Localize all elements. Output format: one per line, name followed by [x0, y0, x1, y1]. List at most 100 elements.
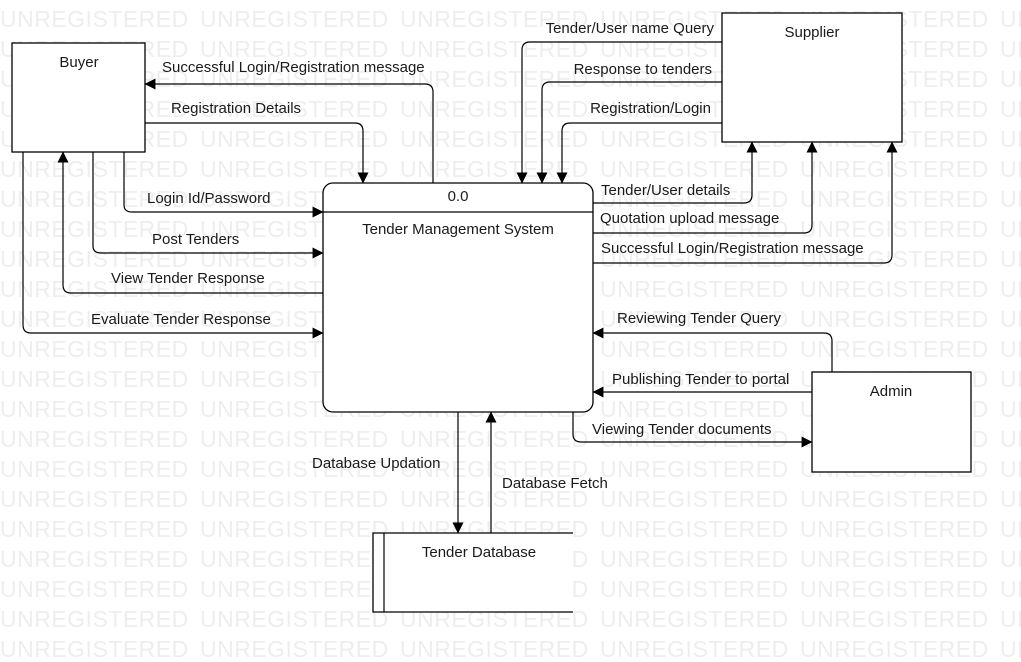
watermark-text: UNREGISTERED: [600, 576, 789, 602]
watermark-text: UNREGISTERED: [200, 516, 389, 542]
edge-buyer-evaluate-response: [22, 152, 324, 339]
watermark-text: UNREGISTERED: [0, 546, 189, 572]
watermark-text: UNREGISTERED: [1000, 486, 1021, 512]
edge-buyer-post-tenders: [92, 152, 324, 259]
watermark-text: UNREGISTERED: [200, 636, 389, 662]
flow-label-db-update: Database Updation: [312, 455, 440, 472]
watermark-text: UNREGISTERED: [1000, 636, 1021, 662]
watermark-text: UNREGISTERED: [200, 426, 389, 452]
watermark-text: UNREGISTERED: [1000, 606, 1021, 632]
watermark-text: UNREGISTERED: [800, 276, 989, 302]
watermark-text: UNREGISTERED: [600, 456, 789, 482]
watermark-text: UNREGISTERED: [200, 156, 389, 182]
watermark-text: UNREGISTERED: [1000, 516, 1021, 542]
flow-label-supplier-registration: Registration/Login: [590, 100, 711, 117]
watermark-text: UNREGISTERED: [1000, 336, 1021, 362]
watermark-text: UNREGISTERED: [1000, 426, 1021, 452]
watermark-text: UNREGISTERED: [600, 516, 789, 542]
watermark-text: UNREGISTERED: [0, 516, 189, 542]
watermark-text: UNREGISTERED: [800, 336, 989, 362]
watermark-text: UNREGISTERED: [0, 306, 189, 332]
watermark-text: UNREGISTERED: [0, 606, 189, 632]
watermark-text: UNREGISTERED: [600, 186, 789, 212]
watermark-text: UNREGISTERED: [1000, 36, 1021, 62]
watermark-text: UNREGISTERED: [800, 156, 989, 182]
entity-supplier-label: Supplier: [784, 24, 839, 41]
watermark-text: UNREGISTERED: [400, 156, 589, 182]
flow-label-buyer-registration: Registration Details: [171, 100, 301, 117]
watermark-text: UNREGISTERED: [600, 246, 789, 272]
watermark-text: UNREGISTERED: [0, 576, 189, 602]
edge-supplier-login-msg: [593, 141, 898, 264]
watermark-text: UNREGISTERED: [600, 426, 789, 452]
watermark-text: UNREGISTERED: [0, 366, 189, 392]
flow-label-buyer-login-id: Login Id/Password: [147, 190, 270, 207]
watermark-text: UNREGISTERED: [1000, 216, 1021, 242]
watermark-text: UNREGISTERED: [1000, 6, 1021, 32]
watermark-text: UNREGISTERED: [0, 186, 189, 212]
watermark-text: UNREGISTERED: [800, 186, 989, 212]
watermark-text: UNREGISTERED: [600, 636, 789, 662]
watermark-text: UNREGISTERED: [1000, 306, 1021, 332]
edge-buyer-registration: [145, 122, 369, 184]
edge-buyer-login-id: [123, 152, 324, 218]
watermark-text: UNREGISTERED: [600, 486, 789, 512]
entity-admin-label: Admin: [870, 383, 913, 400]
process-id: 0.0: [448, 188, 469, 205]
watermark-text: UNREGISTERED: [1000, 186, 1021, 212]
watermark-text: UNREGISTERED: [600, 606, 789, 632]
watermark-text: UNREGISTERED: [1000, 576, 1021, 602]
flow-label-supplier-quotation: Quotation upload message: [600, 210, 779, 227]
watermark-text: UNREGISTERED: [1000, 96, 1021, 122]
watermark-text: UNREGISTERED: [200, 36, 389, 62]
watermark-text: UNREGISTERED: [600, 336, 789, 362]
edge-supplier-response: [536, 81, 722, 184]
watermark-text: UNREGISTERED: [400, 486, 589, 512]
watermark-text: UNREGISTERED: [0, 156, 189, 182]
watermark-text: UNREGISTERED: [1000, 456, 1021, 482]
flow-label-buyer-evaluate-response: Evaluate Tender Response: [91, 311, 271, 328]
watermark-text: UNREGISTERED: [1000, 156, 1021, 182]
flow-label-supplier-login-msg: Successful Login/Registration message: [601, 240, 864, 257]
watermark-text: UNREGISTERED: [0, 426, 189, 452]
watermark-text: UNREGISTERED: [600, 276, 789, 302]
watermark-text: UNREGISTERED: [400, 66, 589, 92]
edge-supplier-quotation: [593, 141, 818, 234]
watermark-text: UNREGISTERED: [0, 456, 189, 482]
watermark-text: UNREGISTERED: [800, 306, 989, 332]
watermark-text: UNREGISTERED: [200, 546, 389, 572]
flow-label-admin-view-docs: Viewing Tender documents: [592, 421, 772, 438]
watermark-text: UNREGISTERED: [600, 396, 789, 422]
watermark-text: UNREGISTERED: [200, 6, 389, 32]
watermark-text: UNREGISTERED: [200, 606, 389, 632]
watermark-text: UNREGISTERED: [200, 126, 389, 152]
watermark-text: UNREGISTERED: [0, 396, 189, 422]
watermark-text: UNREGISTERED: [1000, 126, 1021, 152]
watermark-text: UNREGISTERED: [0, 216, 189, 242]
edge-buyer-view-response: [57, 151, 323, 294]
watermark-text: UNREGISTERED: [800, 636, 989, 662]
watermark-text: UNREGISTERED: [200, 576, 389, 602]
watermark-text: UNREGISTERED: [600, 156, 789, 182]
watermark-text: UNREGISTERED: [400, 36, 589, 62]
edge-labels: Successful Login/Registration message Re…: [91, 20, 864, 492]
edge-admin-review: [592, 327, 833, 372]
watermark-text: UNREGISTERED: [1000, 396, 1021, 422]
flow-label-supplier-response: Response to tenders: [574, 61, 712, 78]
watermark-text: UNREGISTERED: [200, 66, 389, 92]
watermark-text: UNREGISTERED: [600, 216, 789, 242]
flow-label-supplier-query: Tender/User name Query: [546, 20, 715, 37]
watermark-text: UNREGISTERED: [200, 456, 389, 482]
process-tender-management: 0.0 Tender Management System: [322, 182, 594, 413]
edge-buyer-login-msg: [144, 78, 434, 183]
entity-admin: Admin: [811, 371, 972, 473]
watermark-text: UNREGISTERED: [400, 636, 589, 662]
watermark-text: UNREGISTERED: [200, 96, 389, 122]
watermark-text: UNREGISTERED: [0, 636, 189, 662]
flow-label-admin-publish: Publishing Tender to portal: [612, 371, 789, 388]
watermark-text: UNREGISTERED: [600, 366, 789, 392]
process-label: Tender Management System: [362, 221, 554, 238]
watermark-text: UNREGISTERED: [1000, 276, 1021, 302]
watermark-text: UNREGISTERED: [0, 276, 189, 302]
